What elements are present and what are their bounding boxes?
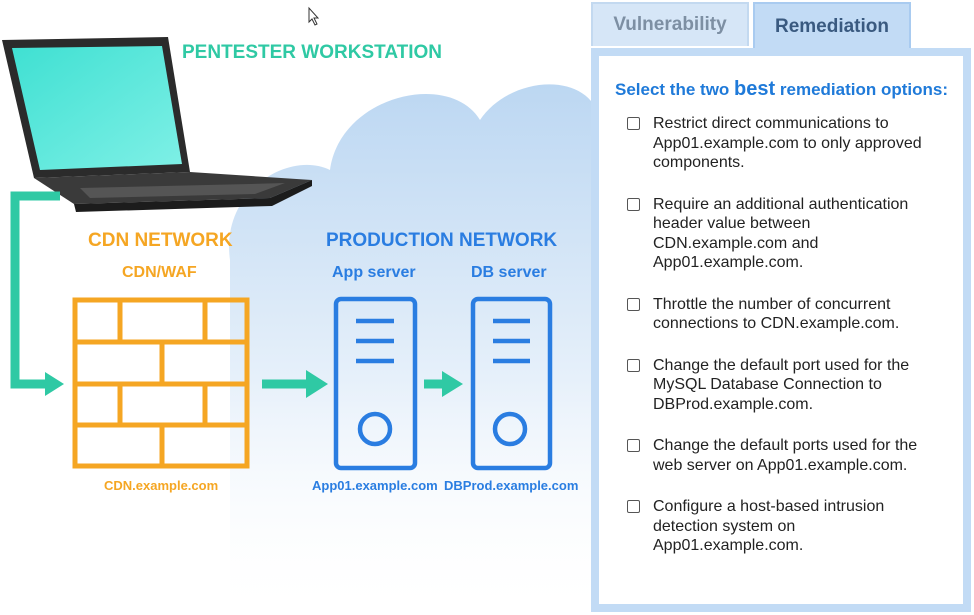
connection-arrow-laptop-cdn <box>10 191 64 396</box>
option-label: Change the default ports used for the we… <box>653 437 918 474</box>
firewall-icon <box>72 297 250 469</box>
option-label: Throttle the number of concurrent connec… <box>653 295 900 333</box>
option-throttle-connections[interactable]: Throttle the number of concurrent connec… <box>615 295 949 334</box>
option-checkbox[interactable] <box>627 117 640 130</box>
db-server-label: DB server <box>471 264 547 281</box>
cdn-waf-label: CDN/WAF <box>122 264 197 281</box>
app-server-icon <box>333 296 418 471</box>
tab-remediation-label: Remediation <box>774 16 890 37</box>
option-checkbox[interactable] <box>627 197 640 211</box>
production-network-label: PRODUCTION NETWORK <box>326 230 558 251</box>
cdn-network-label: CDN NETWORK <box>88 230 233 251</box>
connection-arrow-cdn-app <box>262 370 328 398</box>
option-checkbox[interactable] <box>627 439 640 452</box>
remediation-panel: Select the two best remediation options:… <box>591 48 971 612</box>
db-hostname: DBProd.example.com <box>444 478 579 493</box>
option-label: Configure a host-based intrusion detecti… <box>653 498 885 554</box>
app-hostname: App01.example.com <box>312 478 438 493</box>
db-server-icon <box>470 296 553 471</box>
tab-vulnerability-label: Vulnerability <box>613 14 727 35</box>
tab-vulnerability[interactable]: Vulnerability <box>591 2 749 46</box>
option-checkbox[interactable] <box>627 358 640 372</box>
mouse-cursor-icon <box>308 6 320 26</box>
option-host-based-ids[interactable]: Configure a host-based intrusion detecti… <box>615 497 949 556</box>
option-checkbox[interactable] <box>627 500 640 513</box>
remediation-panel-content: Select the two best remediation options:… <box>599 56 963 604</box>
workstation-label: PENTESTER WORKSTATION <box>182 42 443 63</box>
connection-arrow-app-db <box>424 371 463 397</box>
tab-remediation[interactable]: Remediation <box>753 2 911 50</box>
option-label: Require an additional authentication hea… <box>653 195 909 272</box>
option-change-web-ports[interactable]: Change the default ports used for the we… <box>615 436 949 475</box>
prompt-emphasis: best <box>734 78 776 100</box>
option-checkbox[interactable] <box>627 297 640 311</box>
cdn-hostname: CDN.example.com <box>104 478 219 493</box>
prompt-text-pre: Select the two <box>615 80 735 99</box>
app-server-label: App server <box>332 264 416 281</box>
remediation-prompt: Select the two best remediation options: <box>615 76 949 103</box>
prompt-text-post: remediation options: <box>775 80 948 99</box>
option-label: Restrict direct communications to App01.… <box>653 115 922 171</box>
option-restrict-direct-communications[interactable]: Restrict direct communications to App01.… <box>615 114 949 173</box>
laptop-icon <box>2 37 312 212</box>
option-authentication-header[interactable]: Require an additional authentication hea… <box>615 195 949 273</box>
option-change-mysql-port[interactable]: Change the default port used for the MyS… <box>615 356 949 415</box>
option-label: Change the default port used for the MyS… <box>653 356 910 413</box>
